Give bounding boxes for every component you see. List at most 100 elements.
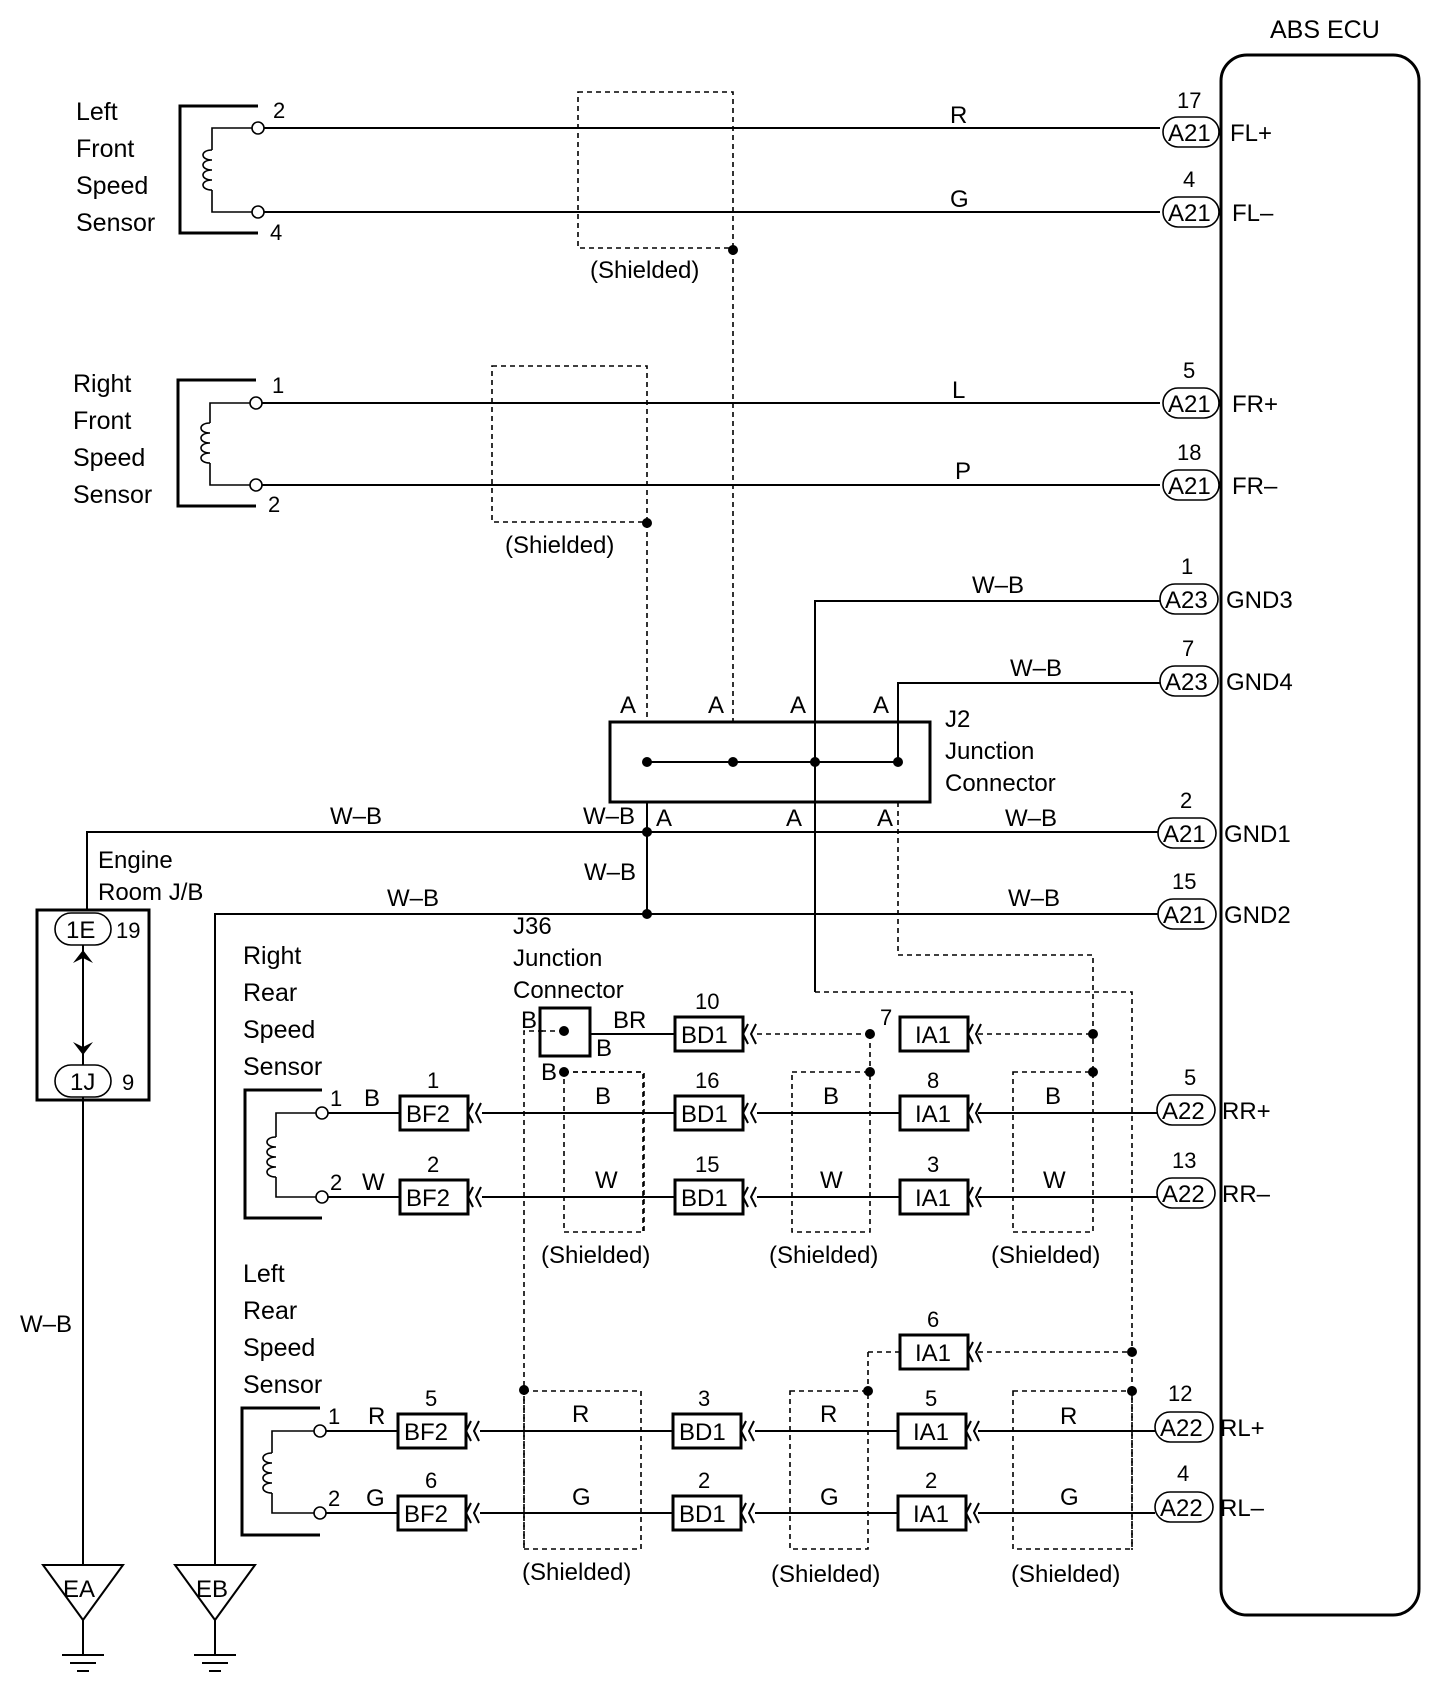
chevron-up-icon bbox=[73, 950, 93, 963]
ia1-connector bbox=[896, 1494, 968, 1532]
ia1-label: IA1 bbox=[915, 1340, 951, 1367]
rr-minus-color-1: W bbox=[362, 1169, 385, 1196]
left-front-speed-sensor: Left Front Speed Sensor 2 4 bbox=[76, 98, 285, 245]
chevron-left-icon bbox=[466, 1186, 482, 1208]
ia1-pin: 7 bbox=[880, 1005, 892, 1030]
chevron-left-icon bbox=[741, 1102, 757, 1124]
ground-icon bbox=[62, 1620, 104, 1672]
ia1-connector bbox=[896, 1412, 968, 1450]
lf-shield-label: (Shielded) bbox=[590, 257, 699, 284]
rr-wiring: B B B W W W (Shielded) (Shielded) (Shiel… bbox=[328, 1071, 1157, 1269]
rl-label-2: Rear bbox=[243, 1297, 297, 1325]
jb-conn-1j-label: 1J bbox=[70, 1069, 95, 1096]
left-rear-speed-sensor: Left Rear Speed Sensor 1 2 R G bbox=[240, 1260, 385, 1537]
ecu-pin-name: GND2 bbox=[1224, 902, 1291, 929]
ground-triangle-icon bbox=[41, 1564, 125, 1622]
right-front-speed-sensor: Right Front Speed Sensor 1 2 bbox=[73, 370, 284, 517]
ground-ea: EA bbox=[41, 1564, 125, 1672]
bf2-pin: 1 bbox=[427, 1068, 439, 1093]
j2-pin-a: A bbox=[708, 692, 724, 719]
j36-br-color: BR bbox=[613, 1007, 646, 1034]
ecu-pin-name: RL– bbox=[1220, 1495, 1265, 1522]
ground-eb: EB bbox=[173, 1564, 257, 1672]
j36-pin-b2: B bbox=[596, 1035, 612, 1062]
rr-terminal-top bbox=[315, 1106, 329, 1120]
ia1-pin: 8 bbox=[927, 1068, 939, 1093]
rl-shield-3 bbox=[1012, 1390, 1133, 1550]
j2-junction-connector: A A A A A A A J2 Junction Connector bbox=[608, 692, 1056, 832]
rr-terminal-bottom bbox=[315, 1190, 329, 1204]
rf-terminal-top bbox=[249, 396, 263, 410]
rr-label-2: Rear bbox=[243, 979, 297, 1007]
ecu-pin-conn: A21 bbox=[1163, 902, 1206, 929]
rl-coil-leads bbox=[271, 1430, 320, 1514]
rl-plus-color: R bbox=[1060, 1403, 1077, 1430]
rl-label-1: Left bbox=[243, 1260, 285, 1288]
j36-label-2: Junction bbox=[513, 945, 602, 972]
bd1-pin: 15 bbox=[695, 1152, 719, 1177]
chevron-left-icon bbox=[741, 1023, 757, 1045]
chevron-left-icon bbox=[741, 1186, 757, 1208]
j2-left-color: W–B bbox=[583, 803, 635, 830]
rr-coil-leads bbox=[275, 1112, 322, 1198]
ecu-pin-oval bbox=[1162, 387, 1220, 419]
rr-label-4: Sensor bbox=[243, 1053, 322, 1081]
fr-plus-color: L bbox=[952, 377, 965, 404]
gnd4-wire bbox=[897, 682, 1160, 762]
j36-rl-shield-drain bbox=[523, 1030, 543, 1550]
lf-terminal-bottom bbox=[251, 205, 265, 219]
ecu-pin-name: RR– bbox=[1222, 1181, 1271, 1208]
gnd1-color: W–B bbox=[1005, 805, 1057, 832]
ecu-pin-name: GND4 bbox=[1226, 669, 1293, 696]
j2-pin-a: A bbox=[656, 805, 672, 832]
bd1-label: BD1 bbox=[681, 1022, 728, 1049]
rl-label-3: Speed bbox=[243, 1334, 315, 1362]
ecu-pin-name: GND3 bbox=[1226, 587, 1293, 614]
rl-minus-color-1: G bbox=[366, 1485, 385, 1512]
bf2-connector bbox=[396, 1494, 468, 1532]
rl-sensor-body bbox=[240, 1406, 320, 1537]
rf-sensor-body bbox=[176, 378, 256, 508]
j2-drain-rr bbox=[897, 802, 1094, 1072]
jb-conn-1e-pin: 19 bbox=[116, 918, 140, 943]
right-rear-speed-sensor: Right Rear Speed Sensor 1 2 B W bbox=[243, 942, 385, 1220]
chevron-left-icon bbox=[966, 1102, 982, 1124]
rr-shield-label: (Shielded) bbox=[541, 1242, 650, 1269]
rf-coil-leads bbox=[209, 402, 256, 486]
j36-label-3: Connector bbox=[513, 977, 624, 1004]
ea-wire-color: W–B bbox=[20, 1311, 72, 1338]
ecu-pin-oval bbox=[1156, 1094, 1216, 1126]
ground-ea-label: EA bbox=[63, 1576, 95, 1603]
ia1-label: IA1 bbox=[915, 1022, 951, 1049]
j2-pin-a: A bbox=[877, 805, 893, 832]
rl-pin-bottom: 2 bbox=[328, 1486, 340, 1511]
rr-minus-color: W bbox=[1043, 1167, 1066, 1194]
lf-pin-bottom: 4 bbox=[270, 220, 282, 245]
rl-terminal-bottom bbox=[313, 1506, 327, 1520]
ecu-pin-num: 18 bbox=[1177, 440, 1201, 465]
drain-dot bbox=[865, 1067, 875, 1077]
bf2-pin: 2 bbox=[427, 1152, 439, 1177]
j2-pin-a: A bbox=[786, 805, 802, 832]
ecu-pin-name: RR+ bbox=[1222, 1098, 1271, 1125]
j2-dot bbox=[642, 757, 652, 767]
j36-pin-b1: B bbox=[521, 1007, 537, 1034]
gnd2-color: W–B bbox=[1008, 885, 1060, 912]
rl-shield-label: (Shielded) bbox=[522, 1559, 631, 1586]
gnd2-junction-dot bbox=[642, 909, 652, 919]
ecu-pin-name: FR+ bbox=[1232, 391, 1278, 418]
rl-minus-color: G bbox=[572, 1484, 591, 1511]
chevron-left-icon bbox=[466, 1102, 482, 1124]
rf-label-4: Sensor bbox=[73, 481, 152, 509]
ecu-pin-oval bbox=[1162, 469, 1220, 501]
ecu-pin-num: 5 bbox=[1183, 358, 1195, 383]
rf-coil-icon bbox=[200, 422, 211, 464]
eng-top-color: W–B bbox=[330, 803, 382, 830]
ground-wiring: W–B W–B W–B W–B W–B W–B W–B W–B bbox=[86, 572, 1160, 1565]
drain-dot bbox=[1088, 1067, 1098, 1077]
ia1-connector bbox=[898, 1178, 970, 1216]
rl-shield-label: (Shielded) bbox=[1011, 1561, 1120, 1588]
j36-pin-b3: B bbox=[541, 1059, 557, 1086]
bf2-pin: 5 bbox=[425, 1386, 437, 1411]
